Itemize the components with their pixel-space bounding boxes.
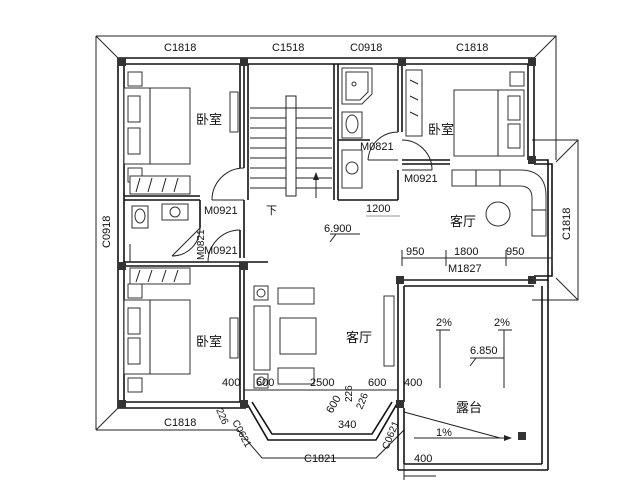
- desk-top-left: [229, 91, 239, 133]
- window-c1818-top-right: C1818: [456, 42, 488, 54]
- bed-top-left: [123, 71, 191, 183]
- room-terrace: 露台: [456, 400, 482, 415]
- room-bedroom-top-left: 卧室: [196, 112, 222, 127]
- staircase: [250, 95, 332, 198]
- dim-950-left: 950: [406, 246, 424, 258]
- dim-226-c: 226: [355, 391, 372, 411]
- dim-340: 340: [338, 419, 356, 431]
- slope-1pct: 1%: [436, 427, 452, 439]
- wardrobe-top-left: [129, 175, 191, 195]
- window-c1821: C1821: [304, 453, 336, 465]
- door-swings: [171, 131, 534, 281]
- dim-950-right: 950: [506, 246, 524, 258]
- wardrobe-top-right: [405, 69, 423, 137]
- room-bedroom-top-right: 卧室: [428, 122, 454, 137]
- eave-outline: [95, 35, 579, 459]
- dim-1800: 1800: [454, 246, 478, 258]
- dim-226-b: 226: [344, 385, 355, 402]
- slope-2pct-left: 2%: [436, 317, 452, 329]
- dim-1200: 1200: [366, 203, 390, 215]
- window-c0621-left: C0621: [229, 418, 253, 450]
- sofa-top-right: [451, 169, 547, 237]
- window-c1818-bottom-left: C1818: [164, 417, 196, 429]
- window-c1518: C1518: [272, 42, 304, 54]
- door-m0921-3: M0921: [404, 173, 438, 185]
- door-m0821-1: M0821: [360, 141, 394, 153]
- desk-bottom-left: [229, 317, 239, 359]
- wc-block: [341, 67, 373, 189]
- door-m0921-1: M0921: [204, 205, 238, 217]
- dim-2500: 2500: [310, 377, 334, 389]
- window-c1818-top-left: C1818: [164, 42, 196, 54]
- door-m1827: M1827: [448, 263, 482, 275]
- elevation-6850: 6.850: [470, 345, 498, 357]
- sofa-set-center: [253, 285, 395, 389]
- door-m0921-2: M0921: [204, 245, 238, 257]
- dim-600-right: 600: [368, 377, 386, 389]
- room-living-center: 客厅: [346, 330, 372, 345]
- elevation-6900: 6.900: [324, 223, 352, 235]
- slope-2pct-right: 2%: [494, 317, 510, 329]
- columns: [118, 58, 536, 440]
- bed-top-right: [453, 71, 525, 157]
- door-m0821-2: M0821: [196, 229, 207, 260]
- window-c0918-left: C0918: [101, 216, 113, 248]
- dimension-lines: [244, 215, 553, 480]
- dim-400-right: 400: [404, 377, 422, 389]
- dim-600-bay: 600: [324, 394, 344, 416]
- stair-down-label: 下: [266, 205, 277, 217]
- bathroom-left: [129, 203, 189, 262]
- wardrobe-bottom-left: [129, 267, 191, 285]
- dim-400-terrace: 400: [414, 453, 432, 465]
- window-c1818-right: C1818: [561, 208, 573, 240]
- room-living-top-right: 客厅: [450, 214, 476, 229]
- room-bedroom-bottom-left: 卧室: [196, 334, 222, 349]
- dim-226-a: 226: [213, 407, 230, 427]
- window-c0918-top: C0918: [350, 42, 382, 54]
- dim-600-left: 600: [256, 377, 274, 389]
- bed-bottom-left: [123, 283, 191, 393]
- dim-400-left: 400: [222, 377, 240, 389]
